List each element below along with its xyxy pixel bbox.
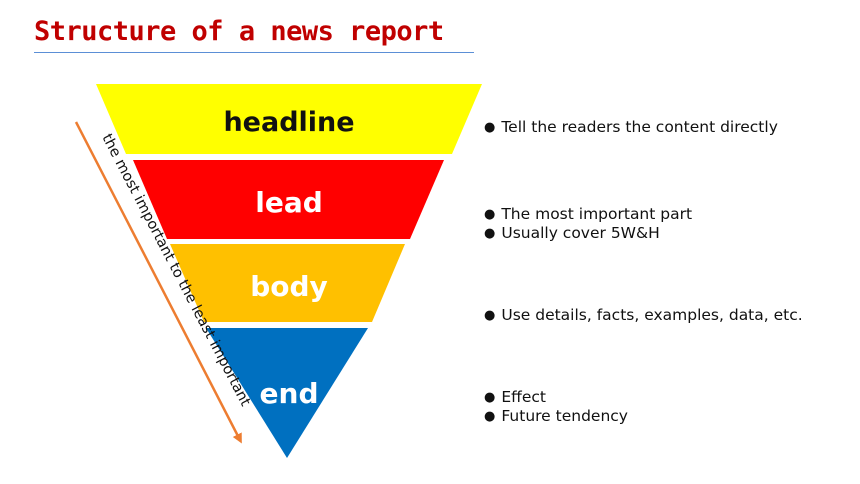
bullet-icon: ● [484, 390, 496, 405]
layer-label-headline: headline [223, 107, 354, 138]
bullet-icon: ● [484, 207, 496, 222]
notes-group-lead: ● The most important part ● Usually cover … [484, 205, 854, 243]
note-item: ● Tell the readers the content directly [484, 118, 854, 137]
note-item: ● Future tendency [484, 407, 854, 426]
notes-group-end: ● Effect ● Future tendency [484, 388, 854, 426]
note-item: ● The most important part [484, 205, 854, 224]
note-item: ● Effect [484, 388, 854, 407]
slide-title: Structure of a news report [34, 16, 444, 47]
layer-label-end: end [260, 377, 319, 410]
notes-group-headline: ● Tell the readers the content directly [484, 118, 854, 137]
note-text: The most important part [501, 205, 693, 223]
layer-label-lead: lead [255, 186, 323, 219]
note-text: Future tendency [501, 407, 628, 425]
bullet-icon: ● [484, 308, 496, 323]
layer-label-body: body [250, 270, 328, 303]
bullet-icon: ● [484, 120, 496, 135]
note-text: Usually cover 5W&H [501, 224, 660, 242]
importance-arrow [74, 121, 242, 444]
pyramid-layer-body [170, 244, 405, 322]
pyramid-layer-end [206, 328, 368, 458]
note-text: Use details, facts, examples, data, etc. [501, 306, 803, 324]
note-item: ● Usually cover 5W&H [484, 224, 854, 243]
pyramid-layer-lead [133, 160, 444, 239]
title-underline [34, 52, 474, 53]
bullet-icon: ● [484, 409, 496, 424]
note-text: Effect [501, 388, 546, 406]
notes-group-body: ● Use details, facts, examples, data, etc… [484, 306, 854, 325]
note-item: ● Use details, facts, examples, data, etc… [484, 306, 854, 325]
pyramid-layer-headline [96, 84, 482, 154]
bullet-icon: ● [484, 226, 496, 241]
note-text: Tell the readers the content directly [501, 118, 778, 136]
